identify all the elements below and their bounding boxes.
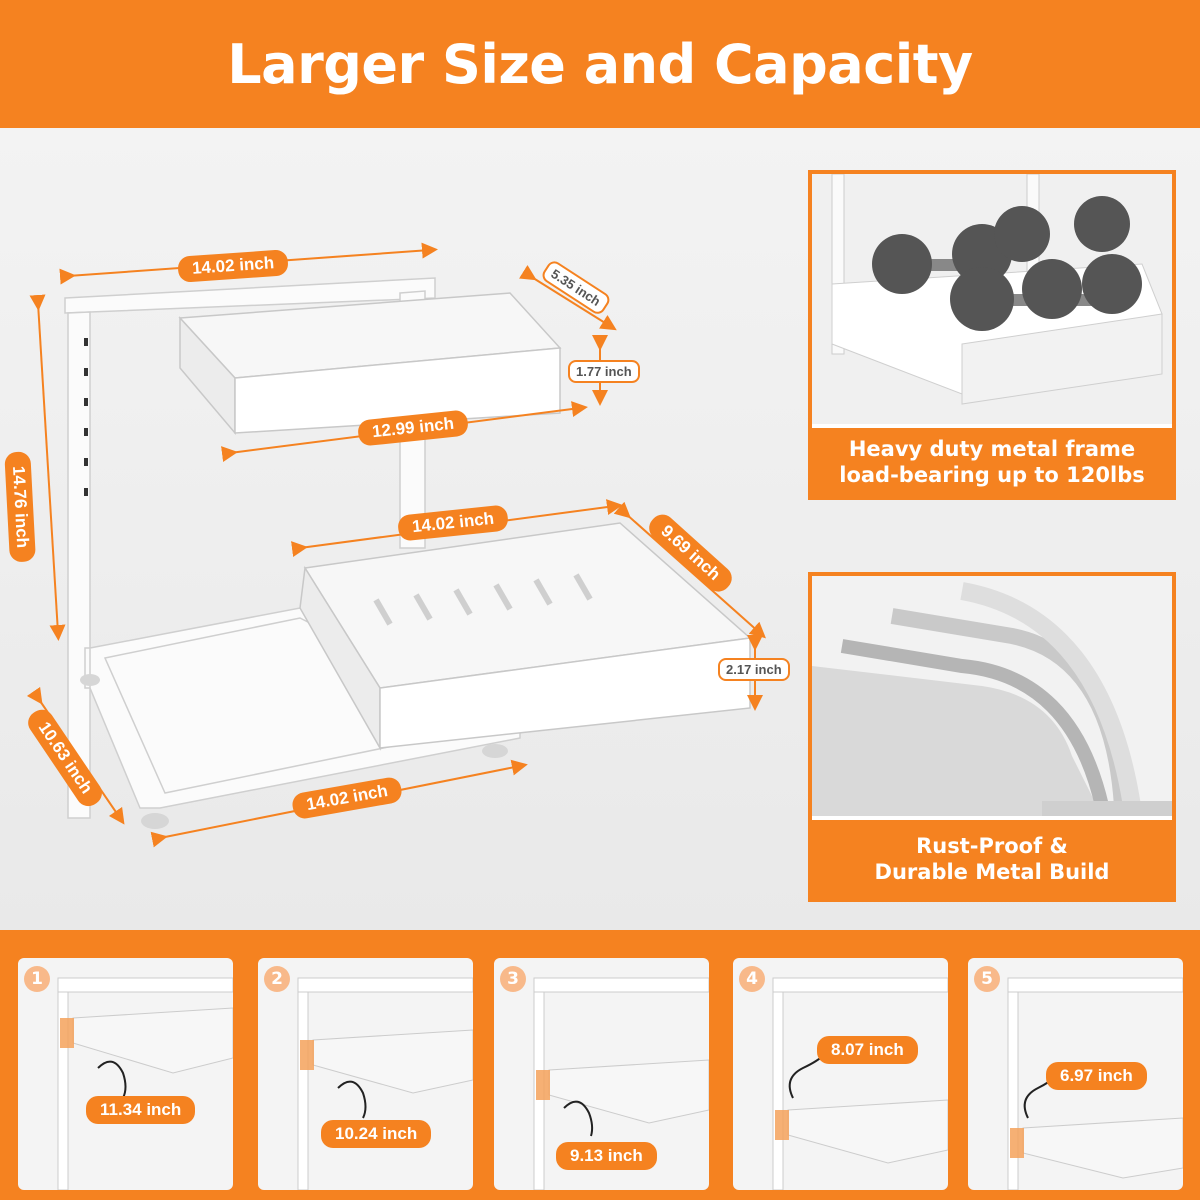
step-height-label: 6.97 inch — [1046, 1062, 1147, 1090]
step-number-badge: 3 — [500, 966, 526, 992]
feature-caption-line1: Heavy duty metal frame — [848, 437, 1136, 461]
step-height-label: 11.34 inch — [86, 1096, 196, 1124]
shelf-position-image — [1007, 977, 1183, 1190]
step-number-badge: 5 — [974, 966, 1000, 992]
step-card-3: 3 9.13 inch — [494, 958, 709, 1190]
step-card-1: 1 11.34 inch — [18, 958, 233, 1190]
tray-slots — [373, 573, 593, 626]
upper-tray — [178, 292, 562, 436]
step-number-badge: 2 — [264, 966, 290, 992]
shelf-position-image — [533, 977, 709, 1190]
shelf-position-image — [297, 977, 473, 1190]
step-card-4: 4 8.07 inch — [733, 958, 948, 1190]
step-height-label: 10.24 inch — [321, 1120, 432, 1148]
feature-caption-line2: load-bearing up to 120lbs — [839, 463, 1145, 487]
feature-caption-line2: Durable Metal Build — [874, 860, 1110, 884]
frame — [64, 277, 521, 819]
feature-card-heavy-duty: Heavy duty metal frame load-bearing up t… — [808, 170, 1176, 500]
step-card-2: 2 10.24 inch — [258, 958, 473, 1190]
shelf-position-image — [772, 977, 948, 1190]
product-diagram — [26, 242, 766, 848]
step-height-label: 8.07 inch — [817, 1036, 918, 1064]
step-number-badge: 1 — [24, 966, 50, 992]
metal-sheet-image — [812, 576, 1172, 816]
step-height-label: 9.13 inch — [556, 1142, 657, 1170]
step-card-5: 5 6.97 inch — [968, 958, 1183, 1190]
step-number-badge: 4 — [739, 966, 765, 992]
dumbbell-tray-image — [812, 174, 1172, 424]
dumbbell-icon — [872, 196, 1142, 331]
feature-caption-heavy-duty: Heavy duty metal frame load-bearing up t… — [812, 428, 1172, 496]
label-tray-height-lower: 2.17 inch — [718, 658, 790, 681]
feature-caption-line1: Rust-Proof & — [916, 834, 1068, 858]
feature-caption-rust-proof: Rust-Proof & Durable Metal Build — [812, 820, 1172, 898]
shelf-position-image — [57, 977, 233, 1190]
frame-slots — [84, 338, 88, 496]
page-title: Larger Size and Capacity — [227, 32, 973, 96]
label-tray-height-upper: 1.77 inch — [568, 360, 640, 383]
feature-card-rust-proof: Rust-Proof & Durable Metal Build — [808, 572, 1176, 902]
header-banner: Larger Size and Capacity — [0, 0, 1200, 128]
